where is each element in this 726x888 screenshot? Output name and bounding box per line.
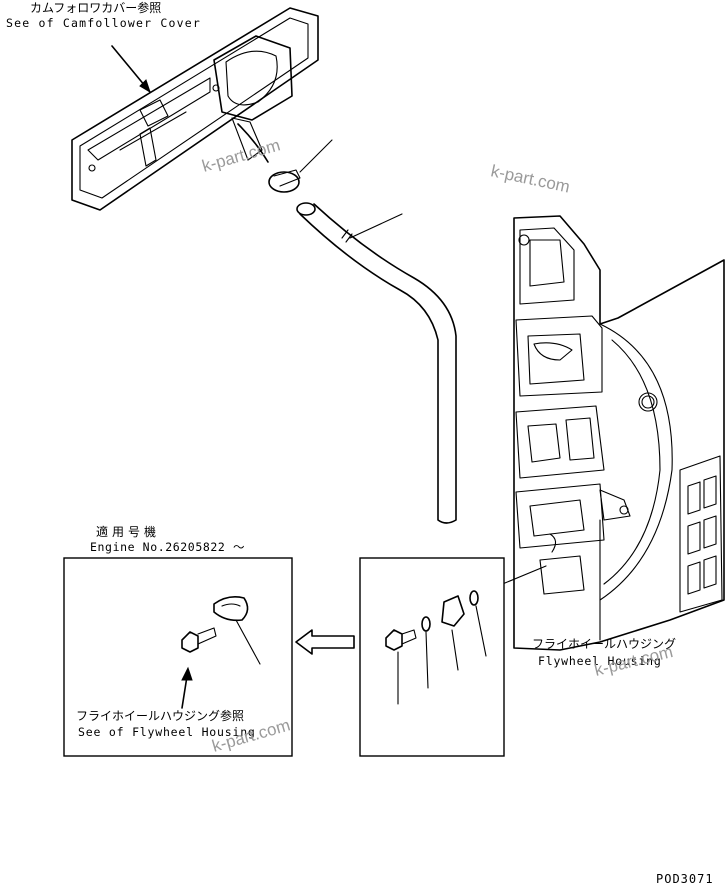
tube-leader-line [349, 213, 403, 239]
clamp-leader-line [299, 139, 333, 173]
watermark: k-part.com [489, 161, 571, 196]
replacement-arrow [295, 629, 355, 655]
flywheel-housing-ref-en: See of Flywheel Housing [78, 725, 256, 739]
flywheel-housing-label-jp: フライホイールハウジング [532, 637, 676, 651]
detail-box-left [63, 557, 293, 757]
engine-number-label: Engine No.26205822 ～ [90, 540, 245, 554]
drawing-code: POD3071 [656, 872, 714, 886]
flywheel-housing-label-en: Flywheel Housing [538, 654, 662, 668]
detail-parts-left [181, 596, 249, 653]
camfollower-label-jp: カムフォロワカバー参照 [30, 0, 161, 15]
detail-parts-right [385, 590, 479, 651]
engine-block [513, 215, 725, 651]
detail-box-right [359, 557, 505, 757]
camfollower-label-en: See of Camfollower Cover [6, 16, 201, 30]
detail-leaders-right [397, 605, 487, 705]
breather-tube [296, 202, 457, 524]
camfollower-cover [71, 7, 319, 211]
gasket-leader-line [235, 619, 261, 665]
bolt-ref-arrowhead [181, 666, 193, 681]
camfollower-arrowhead [139, 79, 151, 94]
hose-clamp [268, 169, 301, 193]
flywheel-housing-ref-jp: フライホイールハウジング参照 [76, 708, 244, 723]
applicable-label-jp: 適用号機 [96, 524, 160, 539]
